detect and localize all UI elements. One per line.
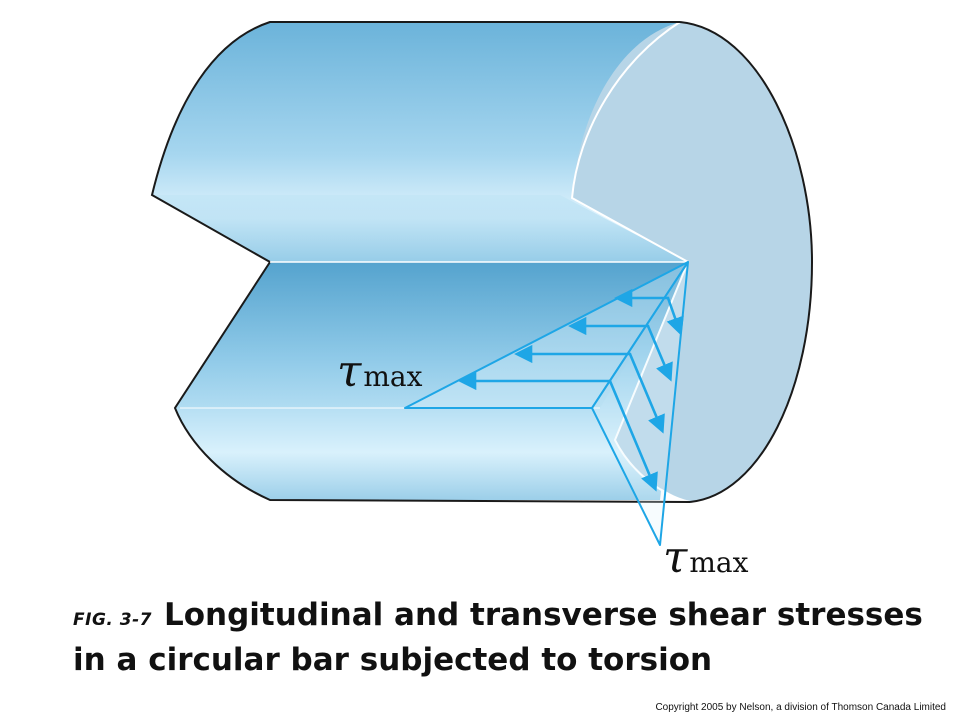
tau-symbol: τ xyxy=(337,346,362,397)
copyright-notice: Copyright 2005 by Nelson, a division of … xyxy=(655,702,946,713)
tau-symbol: τ xyxy=(663,532,688,583)
tau-max-transverse-label: τmax xyxy=(663,532,748,583)
transverse-arrow-1 xyxy=(666,296,684,336)
transverse-arrow-3 xyxy=(628,352,665,434)
cut-face-top xyxy=(152,195,688,262)
end-face-outline xyxy=(679,21,814,503)
longitudinal-arrows xyxy=(458,288,670,391)
torsion-bar-diagram xyxy=(150,21,814,546)
max-subscript: max xyxy=(689,546,749,579)
transverse-arrows xyxy=(608,296,684,492)
caption-text: Longitudinal and transverse shear stress… xyxy=(73,597,923,678)
cut-face-bottom xyxy=(175,262,688,408)
cylinder-outline xyxy=(150,21,691,503)
tau-max-longitudinal-label: τmax xyxy=(337,346,422,397)
transverse-arrow-4 xyxy=(608,379,658,492)
figure-number: FIG. 3-7 xyxy=(73,610,152,630)
cylinder-end-face xyxy=(572,22,812,502)
transverse-arrow-2 xyxy=(646,324,673,382)
transverse-stress-triangle xyxy=(591,261,689,546)
max-subscript: max xyxy=(363,360,423,393)
